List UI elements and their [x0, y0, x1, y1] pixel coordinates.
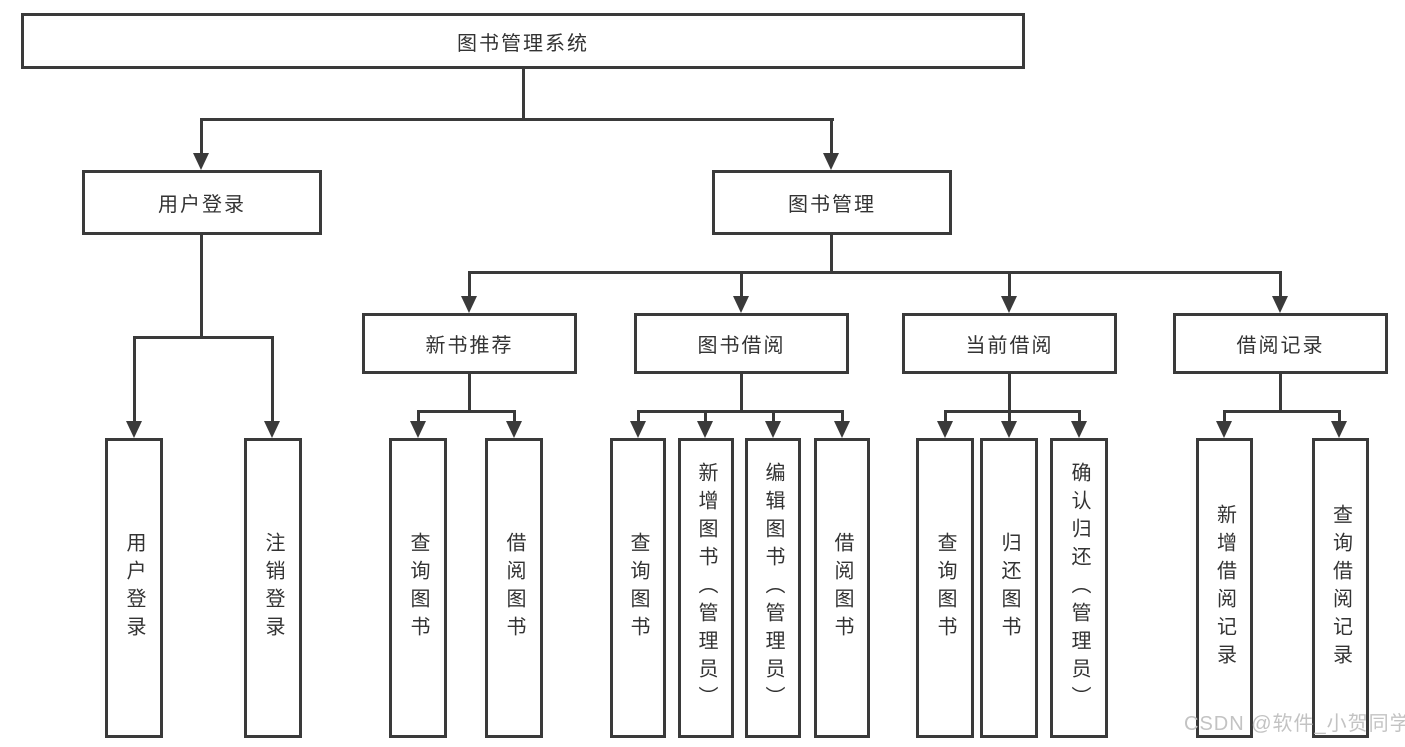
connector-drop-book-mgmt: [830, 118, 833, 156]
node-current-borrowing: 当前借阅: [902, 313, 1117, 374]
arrowhead-g2-4: [834, 421, 850, 438]
node-new-book-recommend: 新书推荐: [362, 313, 577, 374]
connector-user-login-bar: [133, 336, 274, 339]
connector-g1-drop-2: [513, 410, 516, 424]
arrowhead-current: [1001, 296, 1017, 313]
leaf-borrowing-add-books-admin: 新增图书（管理员）: [678, 438, 734, 738]
node-book-borrowing: 图书借阅: [634, 313, 849, 374]
connector-drop-leaf-login: [133, 336, 136, 424]
arrowhead-g3-2: [1001, 421, 1017, 438]
leaf-logout: 注销登录: [244, 438, 302, 738]
connector-g2-drop-1: [637, 410, 640, 424]
connector-g3-drop-1: [944, 410, 947, 424]
connector-drop-user-login: [200, 118, 203, 156]
leaf-newbooks-query-books: 查询图书: [389, 438, 447, 738]
leaf-newbooks-borrow-books: 借阅图书: [485, 438, 543, 738]
leaf-current-return-books: 归还图书: [980, 438, 1038, 738]
leaf-user-login: 用户登录: [105, 438, 163, 738]
leaf-current-confirm-return-admin: 确认归还（管理员）: [1050, 438, 1108, 738]
arrowhead-g2-3: [765, 421, 781, 438]
arrowhead-borrowing: [733, 296, 749, 313]
arrowhead-new-books: [461, 296, 477, 313]
connector-drop-new-books: [468, 271, 471, 299]
arrowhead-g1-1: [410, 421, 426, 438]
connector-g4-drop-2: [1338, 410, 1341, 424]
connector-level3-bar: [468, 271, 1282, 274]
arrowhead-book-mgmt: [823, 153, 839, 170]
arrowhead-g3-3: [1071, 421, 1087, 438]
connector-level2-bar: [201, 118, 834, 121]
connector-root-trunk: [522, 69, 525, 118]
connector-g2-bar: [637, 410, 844, 413]
connector-drop-leaf-logout: [271, 336, 274, 424]
csdn-watermark: CSDN @软件_小贺同学: [1184, 713, 1405, 735]
node-root-system: 图书管理系统: [21, 13, 1025, 69]
connector-user-login-trunk: [200, 235, 203, 336]
leaf-records-query-record: 查询借阅记录: [1312, 438, 1369, 738]
leaf-borrowing-borrow-books: 借阅图书: [814, 438, 870, 738]
connector-g3-trunk: [1008, 374, 1011, 410]
connector-g3-bar: [944, 410, 1081, 413]
arrowhead-g3-1: [937, 421, 953, 438]
connector-g2-drop-4: [841, 410, 844, 424]
connector-g2-drop-3: [772, 410, 775, 424]
arrowhead-g4-1: [1216, 421, 1232, 438]
arrowhead-g2-1: [630, 421, 646, 438]
connector-g4-trunk: [1279, 374, 1282, 410]
connector-drop-records: [1279, 271, 1282, 299]
arrowhead-leaf-logout: [264, 421, 280, 438]
connector-g1-trunk: [468, 374, 471, 410]
arrowhead-records: [1272, 296, 1288, 313]
connector-g2-trunk: [740, 374, 743, 410]
leaf-borrowing-query-books: 查询图书: [610, 438, 666, 738]
arrowhead-g1-2: [506, 421, 522, 438]
connector-g3-drop-3: [1078, 410, 1081, 424]
node-user-login: 用户登录: [82, 170, 322, 235]
leaf-borrowing-edit-books-admin: 编辑图书（管理员）: [745, 438, 801, 738]
connector-g4-bar: [1223, 410, 1340, 413]
arrowhead-g2-2: [697, 421, 713, 438]
node-borrowing-records: 借阅记录: [1173, 313, 1388, 374]
leaf-current-query-books: 查询图书: [916, 438, 974, 738]
node-book-management: 图书管理: [712, 170, 952, 235]
connector-g3-drop-2: [1008, 410, 1011, 424]
connector-g4-drop-1: [1223, 410, 1226, 424]
connector-drop-borrowing: [740, 271, 743, 299]
connector-book-mgmt-trunk: [830, 235, 833, 271]
connector-drop-current: [1008, 271, 1011, 299]
connector-g1-drop-1: [417, 410, 420, 424]
arrowhead-user-login: [193, 153, 209, 170]
connector-g1-bar: [417, 410, 516, 413]
leaf-records-add-record: 新增借阅记录: [1196, 438, 1253, 738]
arrowhead-g4-2: [1331, 421, 1347, 438]
arrowhead-leaf-login: [126, 421, 142, 438]
connector-g2-drop-2: [704, 410, 707, 424]
